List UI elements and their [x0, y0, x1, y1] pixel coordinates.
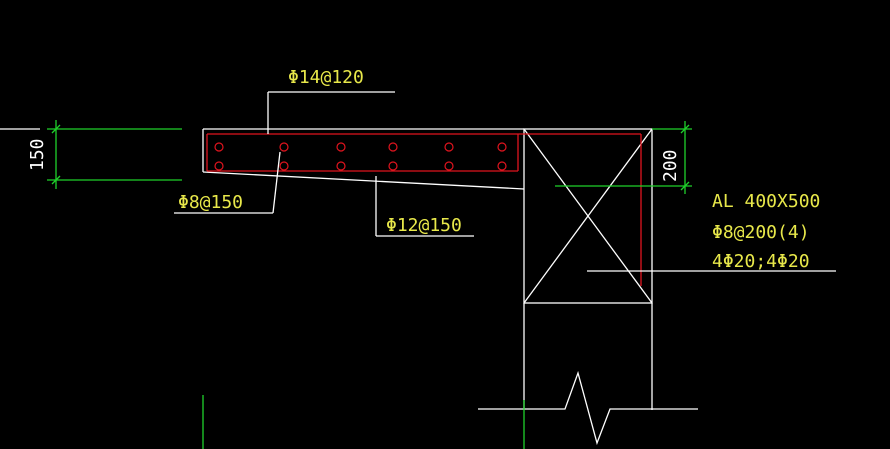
rebar-dot [336, 142, 346, 152]
leader-top-rebar [267, 91, 395, 134]
rebar-dot [279, 142, 289, 152]
rebar-outline [206, 133, 642, 286]
bottom-rebar-label: Φ12@150 [386, 215, 462, 236]
rebar-dot [388, 161, 398, 171]
dist-rebar-label: Φ8@150 [178, 192, 243, 213]
column-below [523, 303, 653, 410]
rebar-dot [214, 161, 224, 171]
rebar-dot [279, 161, 289, 171]
dim-slab-thickness [47, 120, 182, 189]
beam-width-dim: 200 [660, 149, 681, 182]
beam-section [523, 128, 653, 304]
beam-stirrup-label: Φ8@200(4) [712, 222, 810, 243]
beam-name-label: AL 400X500 [712, 191, 820, 212]
leader-dist-rebar [174, 151, 281, 214]
distribution-bars [214, 142, 507, 171]
rebar-dot [336, 161, 346, 171]
rebar-dot [444, 142, 454, 152]
rebar-dot [444, 161, 454, 171]
leader-bottom-rebar [375, 176, 474, 237]
dim-beam-width [555, 121, 692, 194]
rebar-dot [388, 142, 398, 152]
rebar-dot [497, 142, 507, 152]
beam-main-rebar-label: 4Φ20;4Φ20 [712, 251, 810, 272]
slab-thickness-dim: 150 [27, 138, 48, 171]
rebar-dot [214, 142, 224, 152]
slab-outline [202, 128, 525, 190]
top-rebar-label: Φ14@120 [288, 67, 364, 88]
break-line [478, 370, 698, 446]
rebar-dot [497, 161, 507, 171]
